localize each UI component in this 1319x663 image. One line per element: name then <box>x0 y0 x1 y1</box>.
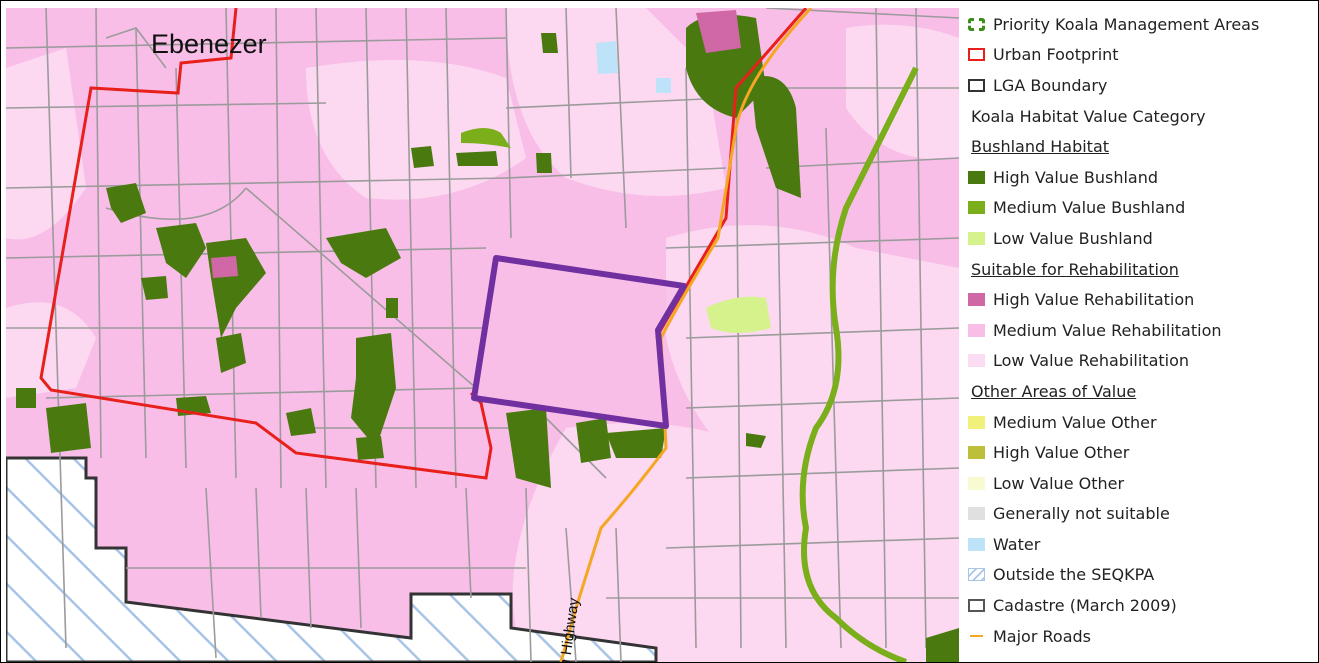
legend-swatch <box>968 446 985 460</box>
legend-item: Urban Footprint <box>968 40 1318 71</box>
legend-label: LGA Boundary <box>993 75 1108 95</box>
legend-label: Medium Value Other <box>993 412 1157 432</box>
legend-swatch <box>968 293 985 307</box>
legend-item: Priority Koala Management Areas <box>968 9 1318 40</box>
legend-label: Generally not suitable <box>993 504 1170 524</box>
site-boundary[interactable] <box>471 255 687 429</box>
legend-swatch <box>968 507 985 521</box>
legend-label: Low Value Bushland <box>993 228 1153 248</box>
legend-label: Bushland Habitat <box>971 137 1110 157</box>
legend-label: Suitable for Rehabilitation <box>971 259 1179 279</box>
legend-item: Bushland Habitat <box>968 131 1318 162</box>
legend-item: Outside the SEQKPA <box>968 560 1318 591</box>
legend-swatch <box>968 354 985 368</box>
legend-item: Low Value Rehabilitation <box>968 346 1318 377</box>
legend-swatch <box>968 323 985 337</box>
legend-swatch <box>968 415 985 429</box>
legend-swatch <box>968 48 985 62</box>
legend-label: Medium Value Rehabilitation <box>993 320 1222 340</box>
river-bushland-corridor <box>799 66 919 662</box>
legend-label: High Value Bushland <box>993 167 1159 187</box>
legend-item: Water <box>968 529 1318 560</box>
legend-item: Medium Value Rehabilitation <box>968 315 1318 346</box>
legend-swatch <box>968 170 985 184</box>
legend-item: Low Value Other <box>968 468 1318 499</box>
legend-swatch <box>968 78 985 92</box>
low-rehab-areas <box>6 8 959 662</box>
legend-label: High Value Rehabilitation <box>993 290 1195 310</box>
legend-item: Other Areas of Value <box>968 376 1318 407</box>
legend-item: Suitable for Rehabilitation <box>968 254 1318 285</box>
legend-item: LGA Boundary <box>968 70 1318 101</box>
pkma-icon <box>968 17 985 31</box>
legend-swatch <box>968 231 985 245</box>
high-value-rehab <box>211 10 741 278</box>
outside-seqkpa-area <box>6 456 658 662</box>
legend-swatch <box>968 201 985 215</box>
medium-bushland-patch <box>461 128 511 148</box>
legend-swatch <box>968 476 985 490</box>
low-bushland-patch <box>706 296 771 333</box>
legend-label: Water <box>993 534 1041 554</box>
legend-label: Koala Habitat Value Category <box>971 106 1206 126</box>
legend-item: Cadastre (March 2009) <box>968 590 1318 621</box>
map-canvas[interactable]: Ebenezer n Highway <box>6 8 959 662</box>
legend-label: Major Roads <box>993 626 1091 646</box>
legend-item: High Value Bushland <box>968 162 1318 193</box>
urban-footprint-outline <box>39 8 493 480</box>
legend-swatch <box>968 599 985 613</box>
high-value-bushland <box>16 14 959 662</box>
legend-item: High Value Rehabilitation <box>968 284 1318 315</box>
legend-item: High Value Other <box>968 437 1318 468</box>
water-areas <box>596 41 671 93</box>
legend-swatch <box>968 568 985 582</box>
legend-item: Koala Habitat Value Category <box>968 101 1318 132</box>
legend-item: Medium Value Bushland <box>968 193 1318 224</box>
legend-item: Medium Value Other <box>968 407 1318 438</box>
legend-item: Low Value Bushland <box>968 223 1318 254</box>
legend-label: Priority Koala Management Areas <box>993 14 1260 34</box>
legend-label: Low Value Rehabilitation <box>993 351 1190 371</box>
major-road <box>559 8 813 662</box>
legend-label: High Value Other <box>993 443 1130 463</box>
legend-label: Urban Footprint <box>993 45 1119 65</box>
legend-swatch <box>970 635 983 638</box>
legend-swatch <box>968 537 985 551</box>
legend-label: Medium Value Bushland <box>993 198 1186 218</box>
legend-label: Low Value Other <box>993 473 1125 493</box>
legend-label: Other Areas of Value <box>971 381 1137 401</box>
map-svg: Ebenezer n Highway <box>6 8 959 662</box>
legend-label: Cadastre (March 2009) <box>993 596 1177 616</box>
legend-label: Outside the SEQKPA <box>993 565 1155 585</box>
place-label-ebenezer: Ebenezer <box>151 29 267 59</box>
legend-item: Generally not suitable <box>968 499 1318 530</box>
legend-item: Major Roads <box>968 621 1318 652</box>
